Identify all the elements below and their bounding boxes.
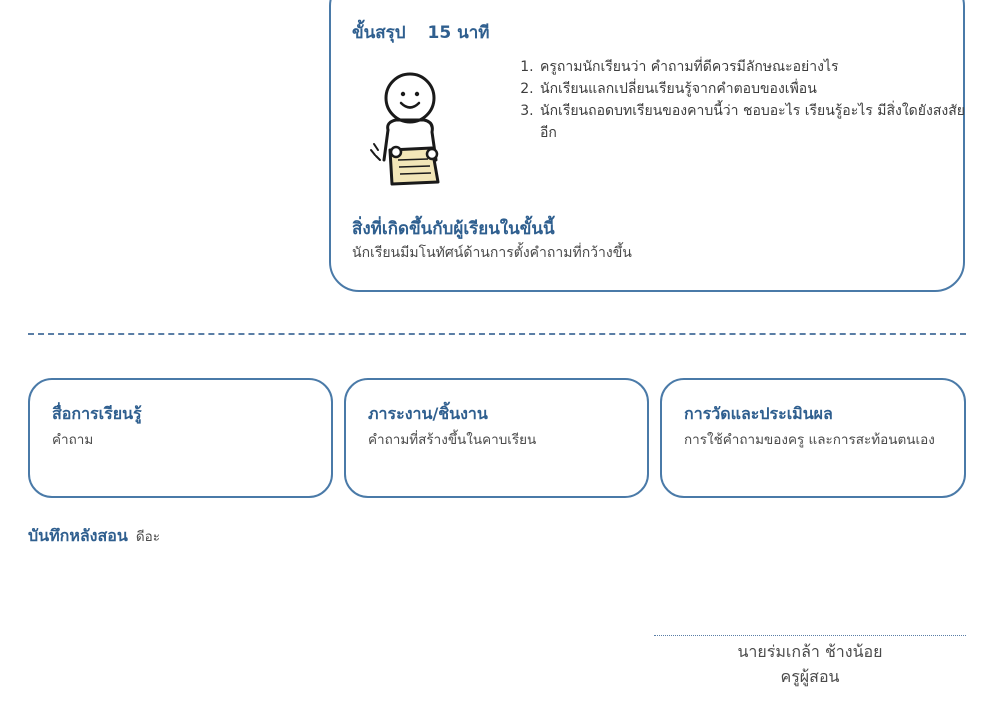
outcome-title: สิ่งที่เกิดขึ้นกับผู้เรียนในขั้นนี้	[352, 219, 555, 239]
card-title: สื่อการเรียนรู้	[52, 404, 142, 423]
card-text: การใช้คำถามของครู และการสะท้อนตนเอง	[684, 432, 935, 448]
summary-step: นักเรียนแลกเปลี่ยนเรียนรู้จากคำตอบของเพื…	[538, 78, 968, 100]
signature-line	[654, 635, 966, 636]
summary-box	[329, 0, 965, 292]
card-title: การวัดและประเมินผล	[684, 404, 833, 423]
summary-step: ครูถามนักเรียนว่า คำถามที่ดีควรมีลักษณะอ…	[538, 56, 968, 78]
summary-duration: 15 นาที	[427, 23, 490, 43]
signature-name: นายร่มเกล้า ช้างน้อย	[737, 642, 883, 661]
note-label: บันทึกหลังสอน	[28, 526, 128, 545]
card-title: ภาระงาน/ชิ้นงาน	[368, 404, 488, 423]
summary-title: ขั้นสรุป	[352, 23, 406, 43]
summary-steps: ครูถามนักเรียนว่า คำถามที่ดีควรมีลักษณะอ…	[520, 56, 968, 144]
card-tasks: ภาระงาน/ชิ้นงาน คำถามที่สร้างขึ้นในคาบเร…	[344, 378, 649, 498]
card-text: คำถาม	[52, 432, 94, 448]
signature-role: ครูผู้สอน	[780, 667, 840, 686]
card-text: คำถามที่สร้างขึ้นในคาบเรียน	[368, 432, 537, 448]
post-teaching-note: บันทึกหลังสอน ดีอะ	[28, 524, 160, 549]
card-assessment: การวัดและประเมินผล การใช้คำถามของครู และ…	[660, 378, 966, 498]
person-writing-icon	[366, 70, 452, 190]
outcome-text: นักเรียนมีมโนทัศน์ด้านการตั้งคำถามที่กว้…	[352, 245, 632, 261]
card-learning-media: สื่อการเรียนรู้ คำถาม	[28, 378, 333, 498]
section-divider	[28, 333, 966, 335]
summary-heading: ขั้นสรุป 15 นาที	[352, 19, 490, 46]
note-value: ดีอะ	[135, 529, 160, 545]
summary-step: นักเรียนถอดบทเรียนของคาบนี้ว่า ชอบอะไร เ…	[538, 100, 968, 144]
